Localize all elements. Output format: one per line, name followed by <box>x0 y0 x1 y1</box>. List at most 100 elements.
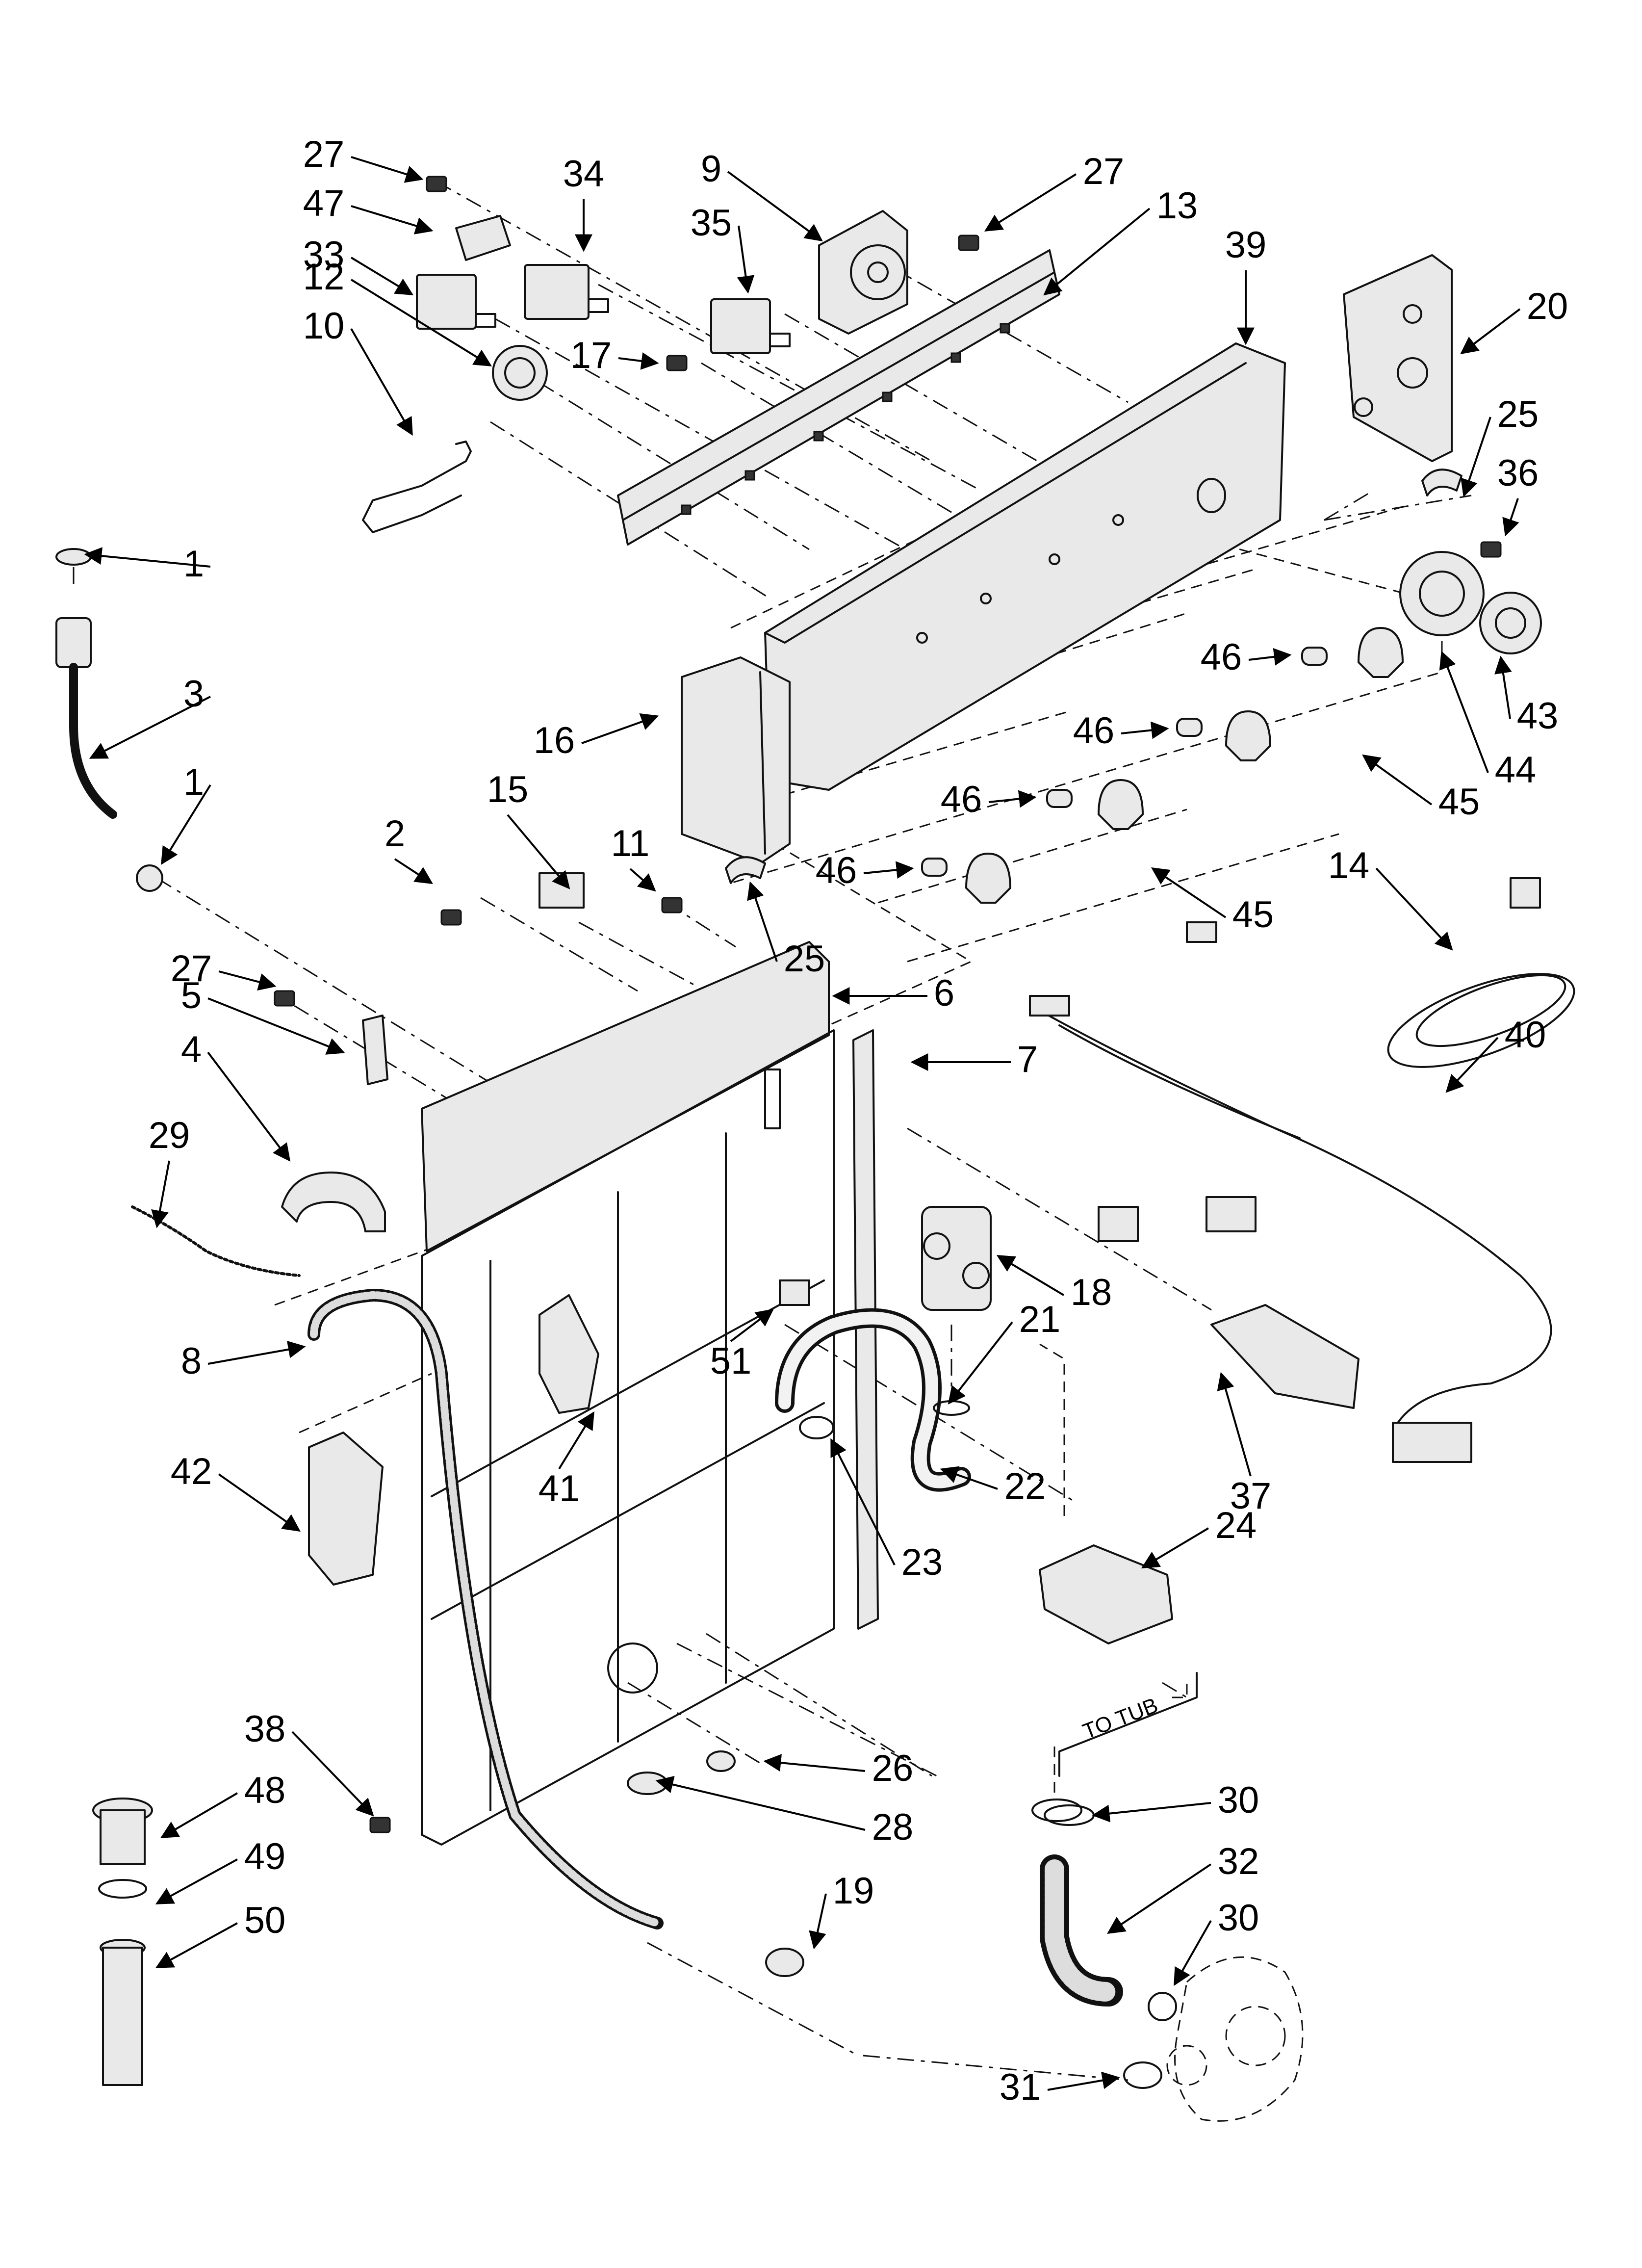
callout-number: 27 <box>303 133 345 175</box>
part-water-valve <box>921 1206 992 1311</box>
part-clip-41 <box>539 1294 599 1414</box>
to-tub-indicator: TO TUB <box>1058 1672 1198 1777</box>
callout-leader-arrow <box>207 997 345 1055</box>
callout-leader-arrow <box>207 1340 306 1365</box>
callout-number: 46 <box>1201 636 1242 678</box>
callout-46: 46 <box>941 779 1037 820</box>
callout-number: 48 <box>244 1770 286 1811</box>
callout-44: 44 <box>1439 651 1537 791</box>
callout-leader-arrow <box>1141 1527 1209 1568</box>
part-clamp-28 <box>627 1772 668 1795</box>
callout-number: 10 <box>303 305 345 347</box>
callout-number: 26 <box>872 1747 914 1789</box>
callout-leader-arrow <box>350 328 413 436</box>
callout-leader-arrow <box>1439 651 1489 773</box>
callout-46: 46 <box>1073 710 1169 752</box>
callout-number: 23 <box>901 1541 943 1583</box>
callout-34: 34 <box>563 153 604 252</box>
callout-leader-arrow <box>155 1858 238 1904</box>
callout-leader-arrow <box>988 790 1037 808</box>
callout-32: 32 <box>1107 1841 1259 1934</box>
callout-39: 39 <box>1225 224 1267 345</box>
callout-number: 45 <box>1232 894 1274 936</box>
callout-leader-arrow <box>1174 1920 1212 1986</box>
callout-22: 22 <box>940 1465 1046 1507</box>
part-console-end-cap <box>1343 254 1453 462</box>
callout-leader-arrow <box>1461 417 1491 497</box>
callout-number: 27 <box>1083 151 1125 192</box>
callout-3: 3 <box>89 673 211 759</box>
callout-leader-arrow <box>747 881 778 962</box>
callout-19: 19 <box>809 1870 874 1950</box>
callout-leader-arrow <box>161 784 211 865</box>
callout-number: 36 <box>1497 452 1539 494</box>
part-screws <box>274 176 1502 1833</box>
callout-number: 42 <box>171 1451 212 1492</box>
callout-10: 10 <box>303 305 413 436</box>
callout-21: 21 <box>948 1299 1060 1405</box>
callout-1: 1 <box>84 543 211 585</box>
callout-27: 27 <box>303 133 424 183</box>
callout-28: 28 <box>655 1775 913 1848</box>
callout-number: 24 <box>1215 1505 1257 1546</box>
part-switch-35 <box>710 298 791 354</box>
callout-23: 23 <box>830 1438 943 1583</box>
callout-number: 14 <box>1328 845 1370 886</box>
part-bracket-37 <box>1210 1304 1360 1409</box>
callout-number: 43 <box>1517 695 1559 737</box>
callout-leader-arrow <box>350 279 492 366</box>
callout-5: 5 <box>181 975 345 1055</box>
callout-15: 15 <box>487 769 570 889</box>
callout-number: 4 <box>181 1029 202 1070</box>
callout-leader-arrow <box>350 257 414 295</box>
callout-2: 2 <box>385 813 434 884</box>
part-cabinet-side-strip <box>852 1029 879 1630</box>
callout-number: 13 <box>1156 185 1198 227</box>
callout-number: 39 <box>1225 224 1267 266</box>
callout-leader-arrow <box>737 225 755 294</box>
callout-leader-arrow <box>291 1731 374 1817</box>
callout-number: 11 <box>611 823 650 864</box>
callout-number: 35 <box>691 202 732 244</box>
callout-number: 46 <box>1073 710 1115 752</box>
callout-leader-arrow <box>1494 655 1512 719</box>
callout-number: 49 <box>244 1836 286 1877</box>
callout-number: 46 <box>816 850 857 891</box>
callout-leader-arrow <box>948 1321 1013 1405</box>
callout-40: 40 <box>1445 1014 1546 1093</box>
callout-number: 30 <box>1218 1779 1259 1821</box>
callout-leader-arrow <box>558 1411 594 1470</box>
callout-25: 25 <box>1461 393 1539 497</box>
callout-24: 24 <box>1141 1505 1257 1568</box>
callout-leader-arrow <box>1092 1802 1211 1823</box>
callout-leader-arrow <box>155 1922 238 1968</box>
callout-number: 38 <box>244 1708 286 1750</box>
callout-leader-arrow <box>1047 2071 1120 2091</box>
part-switch-34 <box>524 264 609 320</box>
callout-48: 48 <box>160 1770 286 1838</box>
callout-number: 37 <box>1230 1475 1272 1517</box>
callout-29: 29 <box>149 1115 190 1228</box>
callout-number: 44 <box>1495 749 1537 791</box>
callout-number: 16 <box>534 720 575 761</box>
part-clip-25 <box>725 469 1462 884</box>
callout-42: 42 <box>171 1451 301 1532</box>
callout-leader-arrow <box>1248 648 1292 666</box>
callout-leader-arrow <box>1107 1863 1212 1934</box>
callout-number: 27 <box>171 948 212 990</box>
part-pressure-switch <box>492 345 548 401</box>
callout-30: 30 <box>1092 1779 1259 1823</box>
callout-leader-arrow <box>1217 1372 1252 1477</box>
callout-51: 51 <box>710 1308 774 1382</box>
callout-leader-arrow <box>629 868 656 892</box>
callout-17: 17 <box>570 335 659 376</box>
callout-4: 4 <box>181 1029 291 1162</box>
callout-leader-arrow <box>218 1473 301 1532</box>
callout-45: 45 <box>1362 754 1480 823</box>
callout-6: 6 <box>832 972 954 1014</box>
callout-18: 18 <box>996 1255 1112 1313</box>
callout-leader-arrow <box>1151 867 1227 918</box>
